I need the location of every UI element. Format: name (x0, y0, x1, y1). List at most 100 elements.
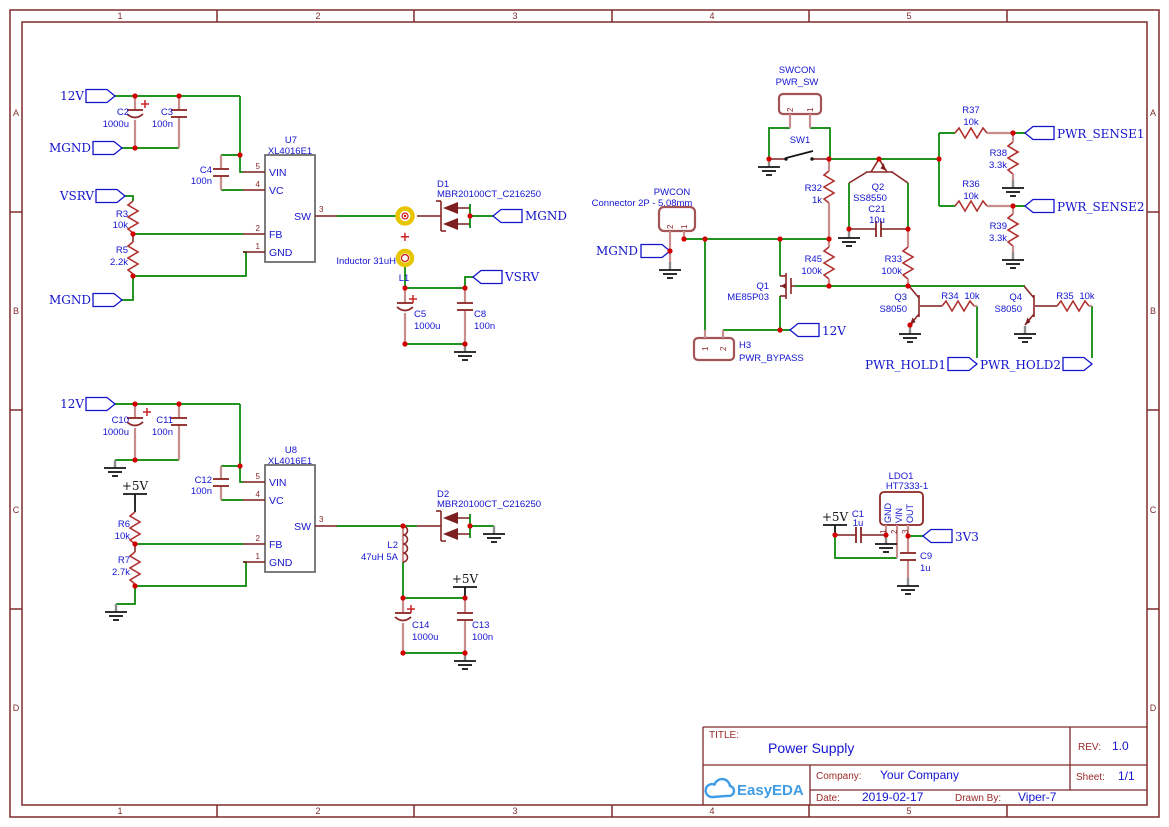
capacitor-c8[interactable]: C8 100n (456, 288, 495, 344)
resistor-r33[interactable]: R33 100k (881, 229, 914, 286)
easyeda-logo-text: EasyEDA (737, 782, 804, 799)
power-control-section[interactable]: SWCON PWR_SW 2 1 SW1 PWCON Connector 2P … (592, 65, 1145, 559)
transistor-q4[interactable]: Q4 S8050 (995, 285, 1058, 326)
pin-name: OUT (905, 504, 915, 524)
solder-pad-2[interactable] (398, 251, 412, 265)
pin-num: 2 (719, 346, 728, 351)
resistor-r37[interactable]: R37 10k (954, 105, 1013, 139)
net-flag-sense1[interactable] (1024, 125, 1055, 141)
net-flag-mgnd4[interactable] (640, 243, 671, 259)
resistor-r34[interactable]: R34 10k (941, 291, 980, 312)
power-flag-5v-ldo[interactable]: +5V (822, 510, 849, 535)
net-flag-12v2[interactable] (85, 396, 116, 412)
resistor-r38[interactable]: R38 3.3k (989, 133, 1019, 180)
transistor-q2[interactable]: Q2 SS8550 (848, 158, 909, 204)
ground-symbol[interactable] (103, 602, 129, 622)
ref-c14: C14 (412, 620, 429, 631)
resistor-r36[interactable]: R36 10k (954, 179, 1013, 212)
resistor-r3[interactable]: R3 10k (113, 200, 139, 234)
capacitor-c9[interactable]: C9 1u (899, 536, 932, 578)
net-flag-mgnd2[interactable] (92, 292, 123, 308)
capacitor-c4[interactable]: C4 100n (191, 155, 230, 190)
net-flag-hold1[interactable] (947, 356, 978, 372)
capacitor-c3[interactable]: C3 100n (152, 96, 188, 148)
ground-symbol[interactable] (895, 576, 921, 596)
ground-symbol[interactable] (102, 458, 128, 478)
switch-sw1[interactable]: SW1 (769, 135, 830, 161)
ground-symbol[interactable] (1000, 178, 1026, 198)
frame-row-label: B (13, 306, 19, 316)
net-flag-mgnd3[interactable] (492, 208, 523, 224)
sheet-frame: 1 2 3 4 5 1 2 3 4 5 A B C D A B C D (9, 9, 1160, 818)
capacitor-c10[interactable]: C10 1000u (103, 404, 151, 460)
pin-name: GND (883, 503, 893, 524)
ic-u7[interactable]: U7 XL4016E1 5 VIN 4 VC 2 FB 1 GND 3 SW (243, 135, 337, 263)
capacitor-c14[interactable]: C14 1000u (394, 598, 438, 653)
connector-pwcon[interactable]: PWCON Connector 2P - 5.08mm 2 1 (592, 187, 697, 262)
capacitor-c1[interactable]: C1 1u (835, 509, 886, 544)
val-c12: 100n (191, 486, 212, 497)
net-flag-12v[interactable] (85, 88, 116, 104)
resistor-r39[interactable]: R39 3.3k (989, 206, 1019, 252)
ref-r32: R32 (805, 183, 822, 194)
pin-num: 4 (256, 490, 261, 499)
power-flag-5v[interactable]: +5V (122, 479, 149, 512)
capacitor-c11[interactable]: C11 100n (152, 404, 188, 460)
date-value: 2019-02-17 (862, 790, 924, 804)
ref-d1: D1 (437, 179, 449, 190)
val-r36: 10k (963, 191, 979, 202)
resistor-r35[interactable]: R35 10k (1056, 291, 1095, 312)
ref-c2: C2 (117, 107, 129, 118)
val-r39: 3.3k (989, 233, 1007, 244)
resistor-r45[interactable]: R45 100k (801, 239, 835, 286)
connector-h3[interactable]: 1 2 H3 PWR_BYPASS (692, 330, 804, 364)
resistor-r5[interactable]: R5 2.2k (110, 234, 139, 276)
net-flag-12v3[interactable] (789, 322, 820, 338)
pin-name: VIN (269, 477, 287, 489)
ic-u8[interactable]: U8 XL4016E1 5 VIN 4 VC 2 FB 1 GND 3 SW (243, 445, 337, 573)
capacitor-c12[interactable]: C12 100n (191, 466, 230, 500)
net-flag-mgnd[interactable] (92, 140, 123, 156)
net-flag-3v3[interactable] (922, 528, 953, 544)
capacitor-c21[interactable]: C21 10u (849, 204, 908, 238)
net-flag-hold2[interactable] (1062, 356, 1093, 372)
pin-name: SW (294, 211, 311, 223)
resistor-r7[interactable]: R7 2.7k (112, 544, 141, 586)
capacitor-c13[interactable]: C13 100n (456, 598, 493, 653)
resistor-r6[interactable]: R6 10k (115, 511, 141, 545)
rev-value: 1.0 (1112, 739, 1129, 753)
ldo-section[interactable]: LDO1 HT7333-1 GND VIN OUT 1 2 3 +5V C1 1… (822, 471, 979, 596)
solder-pad-1[interactable] (398, 209, 413, 224)
val-c10: 1000u (103, 427, 129, 438)
ref-r34: R34 (941, 291, 958, 302)
buck-converter-1[interactable]: 12V C2 1000u C3 100n MGND VSRV R3 10k R5… (49, 88, 567, 362)
ref-sw1: SW1 (790, 135, 811, 146)
diode-d2[interactable]: D2 MBR20100CT_C216250 (416, 489, 541, 542)
pin-name: VIN (269, 167, 287, 179)
transistor-q1[interactable]: Q1 ME85P03 (727, 273, 795, 303)
net-flag-vsrv2[interactable] (472, 269, 503, 285)
ref-c9: C9 (920, 551, 932, 562)
ground-symbol[interactable] (657, 260, 683, 280)
net-flag-vsrv[interactable] (95, 188, 126, 204)
ref-r45: R45 (805, 254, 822, 265)
ground-symbol[interactable] (1000, 250, 1026, 270)
ground-symbol[interactable] (836, 228, 862, 248)
power-flag-5v-out[interactable]: +5V (452, 572, 479, 598)
net-flag-sense2[interactable] (1024, 198, 1055, 214)
ground-symbol[interactable] (897, 324, 923, 344)
connector-swcon[interactable]: SWCON PWR_SW 2 1 (776, 65, 823, 128)
ground-symbol[interactable] (1012, 324, 1038, 344)
transistor-q3[interactable]: Q3 S8050 (880, 285, 943, 326)
ic-ldo1[interactable]: LDO1 HT7333-1 GND VIN OUT 1 2 3 (879, 471, 928, 558)
buck-converter-2[interactable]: 12V C10 1000u C11 100n +5V R6 10k R7 2.7… (60, 396, 541, 671)
ground-symbol[interactable] (873, 534, 899, 554)
inductor-l2[interactable]: L2 47uH 5A (361, 524, 409, 564)
ground-symbol[interactable] (481, 524, 507, 544)
resistor-r32[interactable]: R32 1k (805, 159, 835, 239)
capacitor-c2[interactable]: C2 1000u (103, 96, 149, 148)
diode-d1[interactable]: D1 MBR20100CT_C216250 (416, 179, 541, 232)
capacitor-c5[interactable]: C5 1000u (396, 288, 440, 344)
frame-row-label: B (1150, 306, 1156, 316)
